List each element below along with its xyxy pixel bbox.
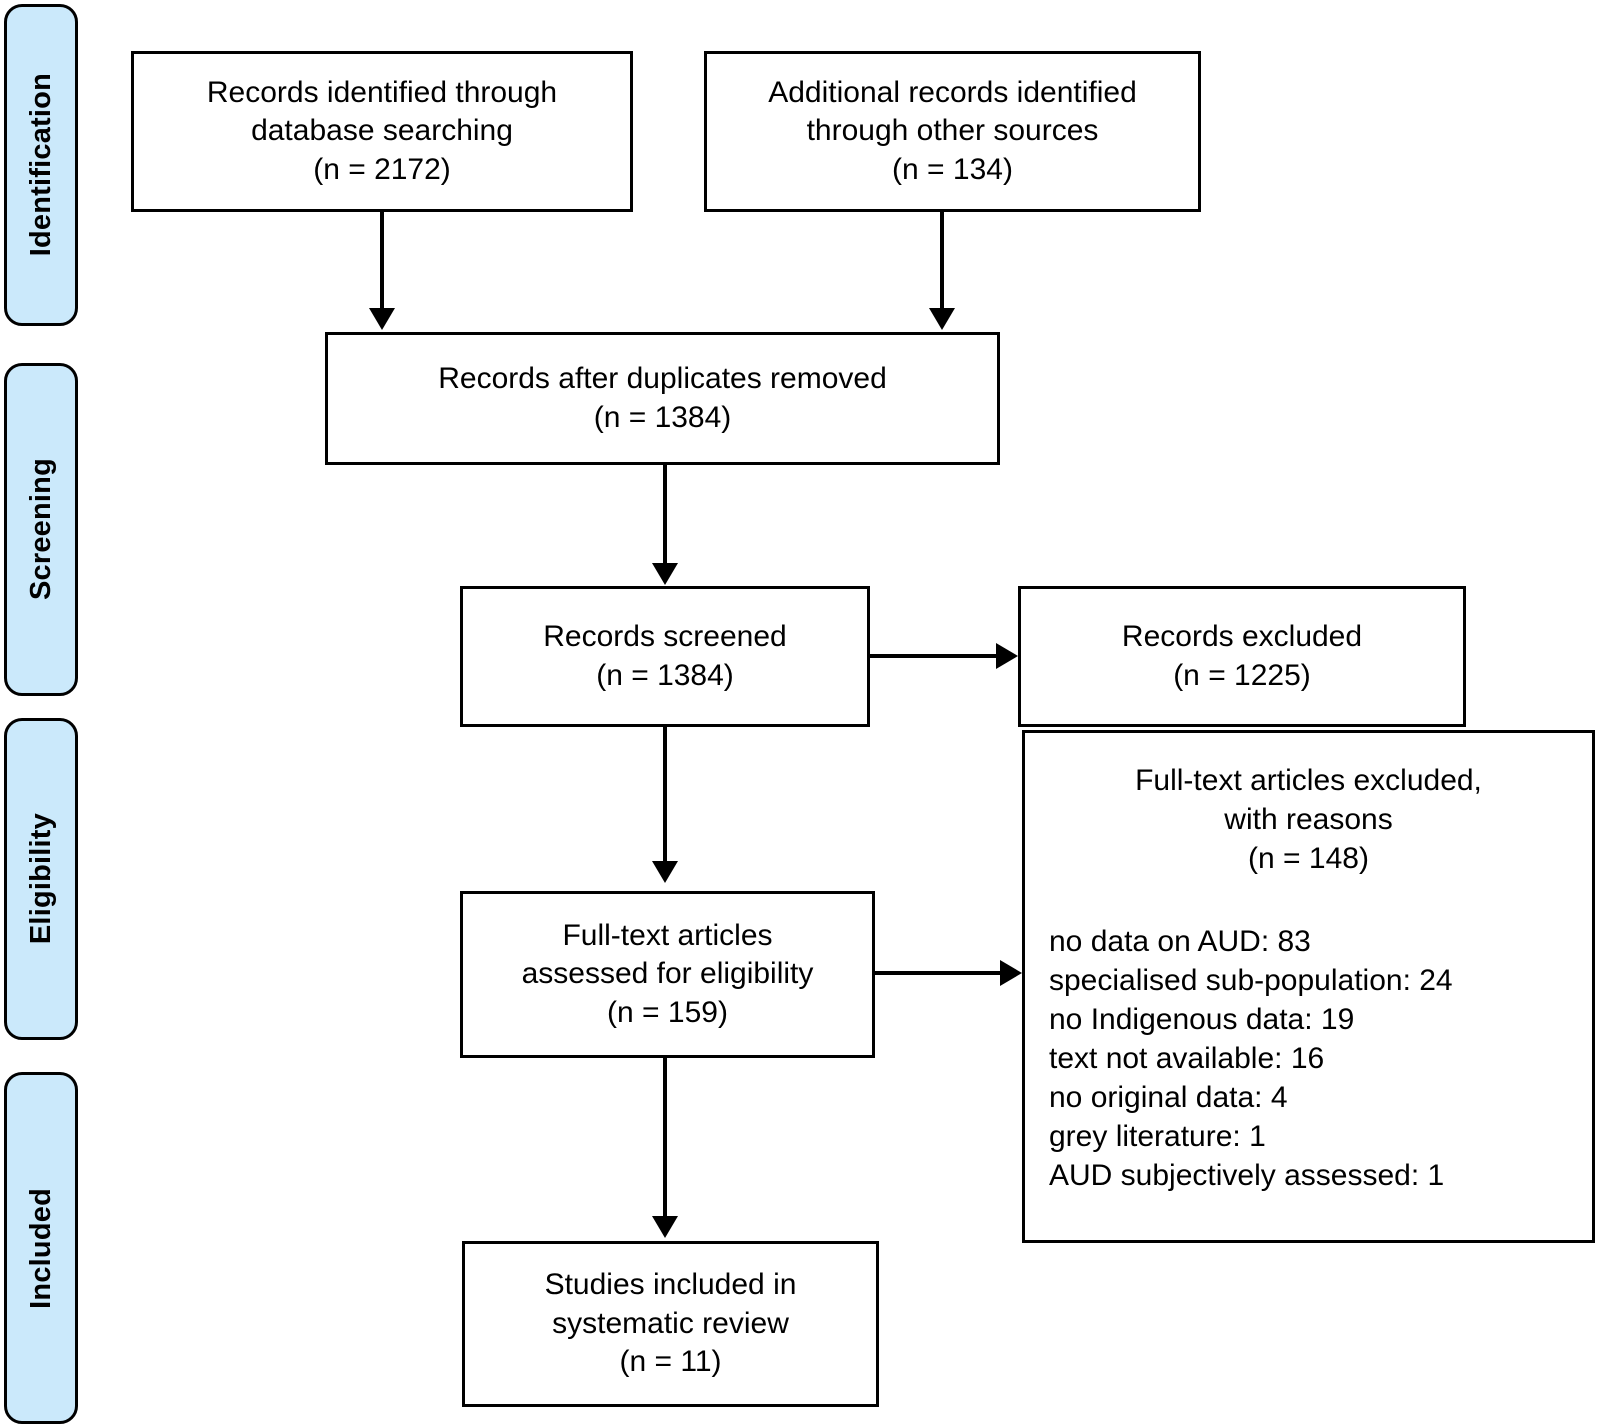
box-records-identified-database-text: Records identified through database sear… <box>206 75 558 186</box>
reason-item: grey literature: 1 <box>1049 1120 1266 1153</box>
arrowhead-fulltext-to-excluded-reasons <box>1000 960 1022 986</box>
connector-screened-to-excluded <box>870 654 998 658</box>
connector-fulltext-to-excluded-reasons <box>875 971 1002 975</box>
box-records-excluded-text: Records excluded (n = 1225) <box>1121 620 1363 692</box>
box-fulltext-excluded-with-reasons: Full-text articles excluded, with reason… <box>1022 730 1595 1243</box>
arrowhead-database-to-dedup <box>369 308 395 330</box>
connector-other-to-dedup <box>940 212 944 310</box>
reason-item: no Indigenous data: 19 <box>1049 1003 1355 1036</box>
stage-eligibility: Eligibility <box>4 718 78 1040</box>
connector-fulltext-to-included <box>663 1058 667 1218</box>
box-records-after-duplicates-removed: Records after duplicates removed (n = 13… <box>325 332 1000 465</box>
stage-screening-label: Screening <box>24 458 57 601</box>
arrowhead-dedup-to-screened <box>652 563 678 585</box>
stage-included: Included <box>4 1072 78 1424</box>
arrowhead-screened-to-fulltext <box>652 861 678 883</box>
reason-item: AUD subjectively assessed: 1 <box>1049 1159 1445 1192</box>
stage-included-label: Included <box>24 1187 57 1309</box>
box-fulltext-assessed-for-eligibility: Full-text articles assessed for eligibil… <box>460 891 875 1058</box>
connector-dedup-to-screened <box>663 465 667 565</box>
box-studies-included-systematic-review-text: Studies included in systematic review (n… <box>544 1268 797 1379</box>
reason-item: no data on AUD: 83 <box>1049 925 1311 958</box>
reason-item: no original data: 4 <box>1049 1081 1288 1114</box>
arrowhead-fulltext-to-included <box>652 1216 678 1238</box>
stage-screening: Screening <box>4 363 78 696</box>
box-additional-records-other-sources: Additional records identified through ot… <box>704 51 1201 212</box>
stage-eligibility-label: Eligibility <box>24 813 57 945</box>
box-additional-records-other-sources-text: Additional records identified through ot… <box>768 75 1137 186</box>
connector-database-to-dedup <box>380 212 384 310</box>
stage-identification-label: Identification <box>24 73 57 257</box>
reason-item: specialised sub-population: 24 <box>1049 964 1453 997</box>
box-records-identified-database: Records identified through database sear… <box>131 51 633 212</box>
box-studies-included-systematic-review: Studies included in systematic review (n… <box>462 1241 879 1407</box>
box-records-excluded: Records excluded (n = 1225) <box>1018 586 1466 727</box>
box-records-screened-text: Records screened (n = 1384) <box>543 620 787 692</box>
connector-screened-to-fulltext <box>663 727 667 863</box>
box-fulltext-excluded-title: Full-text articles excluded, with reason… <box>1135 764 1482 875</box>
arrowhead-other-to-dedup <box>929 308 955 330</box>
fulltext-excluded-reasons-list: no data on AUD: 83 specialised sub-popul… <box>1025 922 1592 1195</box>
box-fulltext-assessed-for-eligibility-text: Full-text articles assessed for eligibil… <box>521 918 814 1029</box>
reason-item: text not available: 16 <box>1049 1042 1325 1075</box>
box-records-screened: Records screened (n = 1384) <box>460 586 870 727</box>
box-records-after-duplicates-removed-text: Records after duplicates removed (n = 13… <box>438 362 887 434</box>
stage-identification: Identification <box>4 4 78 326</box>
arrowhead-screened-to-excluded <box>996 643 1018 669</box>
